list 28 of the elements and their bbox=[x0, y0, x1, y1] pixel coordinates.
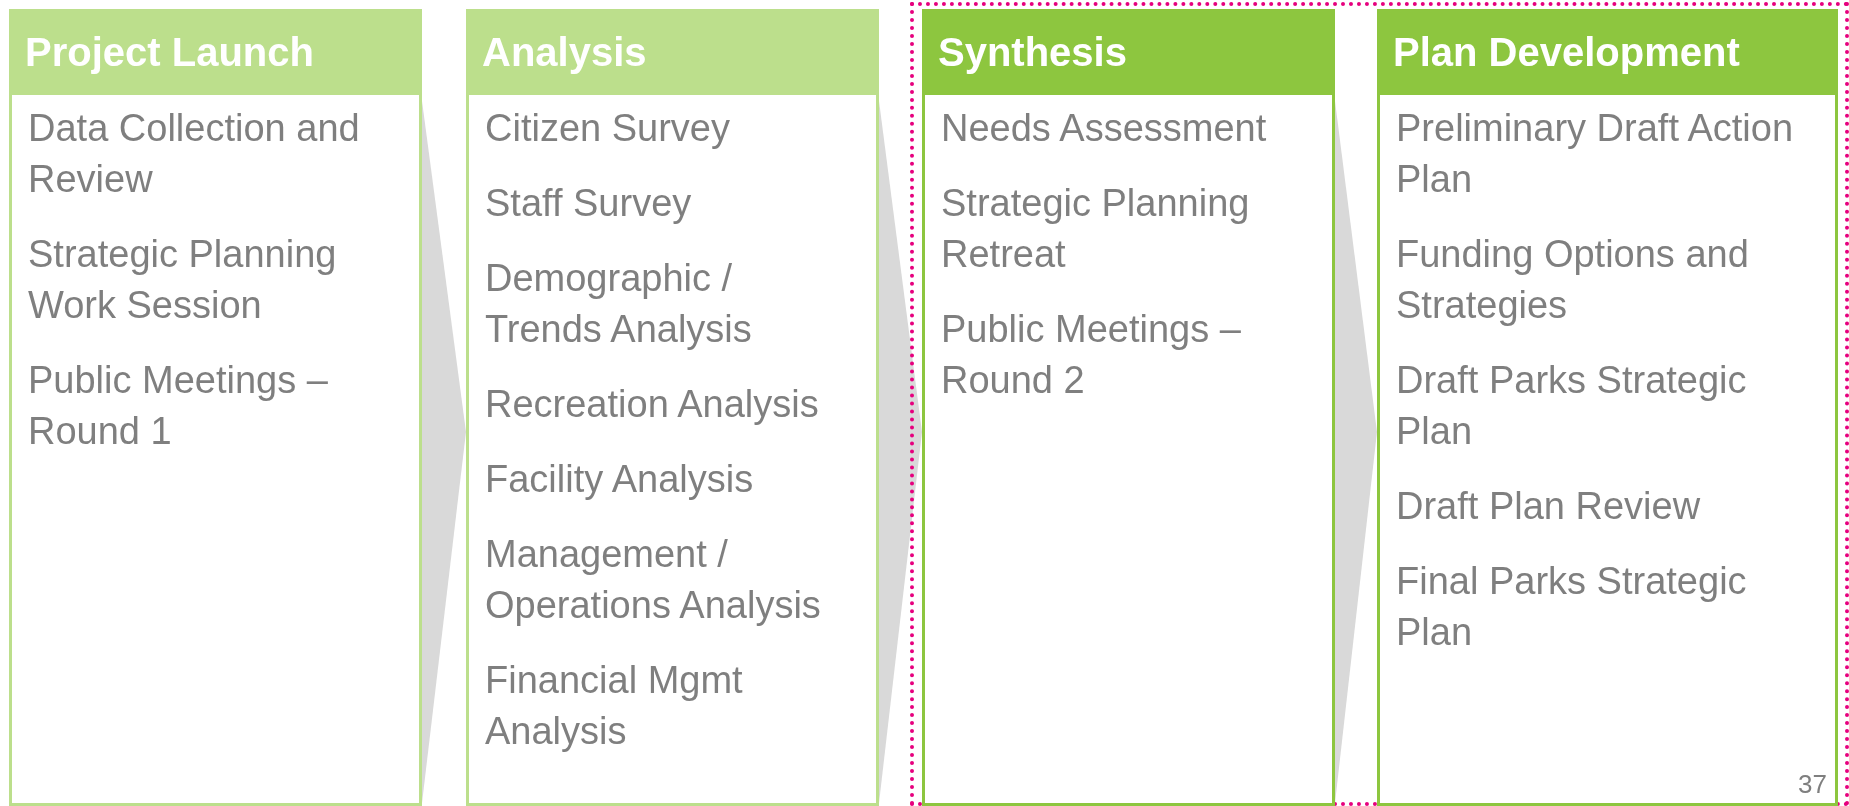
page-number: 37 bbox=[1798, 769, 1827, 800]
list-item: Staff Survey bbox=[485, 181, 693, 226]
highlight-frame bbox=[910, 2, 1849, 806]
list-item: Facility Analysis bbox=[485, 457, 755, 502]
list-item: Strategic Planning Retreat bbox=[941, 181, 1251, 277]
list-item: Strategic Planning Work Session bbox=[28, 232, 338, 328]
column-panel bbox=[466, 9, 879, 806]
list-item: Demographic / Trends Analysis bbox=[485, 256, 753, 352]
list-item: Data Collection and Review bbox=[28, 106, 361, 202]
list-item: Citizen Survey bbox=[485, 106, 731, 151]
list-item: Preliminary Draft Action Plan bbox=[1396, 106, 1794, 202]
column-header: Synthesis bbox=[922, 9, 1335, 95]
list-item: Management / Operations Analysis bbox=[485, 532, 822, 628]
list-item: Final Parks Strategic Plan bbox=[1396, 559, 1748, 655]
list-item: Financial Mgmt Analysis bbox=[485, 658, 744, 754]
list-item: Recreation Analysis bbox=[485, 382, 820, 427]
column-header: Analysis bbox=[466, 9, 879, 95]
list-item: Public Meetings – Round 2 bbox=[941, 307, 1242, 403]
column-panel bbox=[9, 9, 422, 806]
list-item: Funding Options and Strategies bbox=[1396, 232, 1750, 328]
column-panel bbox=[922, 9, 1335, 806]
column-header: Project Launch bbox=[9, 9, 422, 95]
list-item: Draft Plan Review bbox=[1396, 484, 1702, 529]
list-item: Needs Assessment bbox=[941, 106, 1268, 151]
list-item: Draft Parks Strategic Plan bbox=[1396, 358, 1748, 454]
column-header: Plan Development bbox=[1377, 9, 1838, 95]
column-panel bbox=[1377, 9, 1838, 806]
list-item: Public Meetings – Round 1 bbox=[28, 358, 329, 454]
